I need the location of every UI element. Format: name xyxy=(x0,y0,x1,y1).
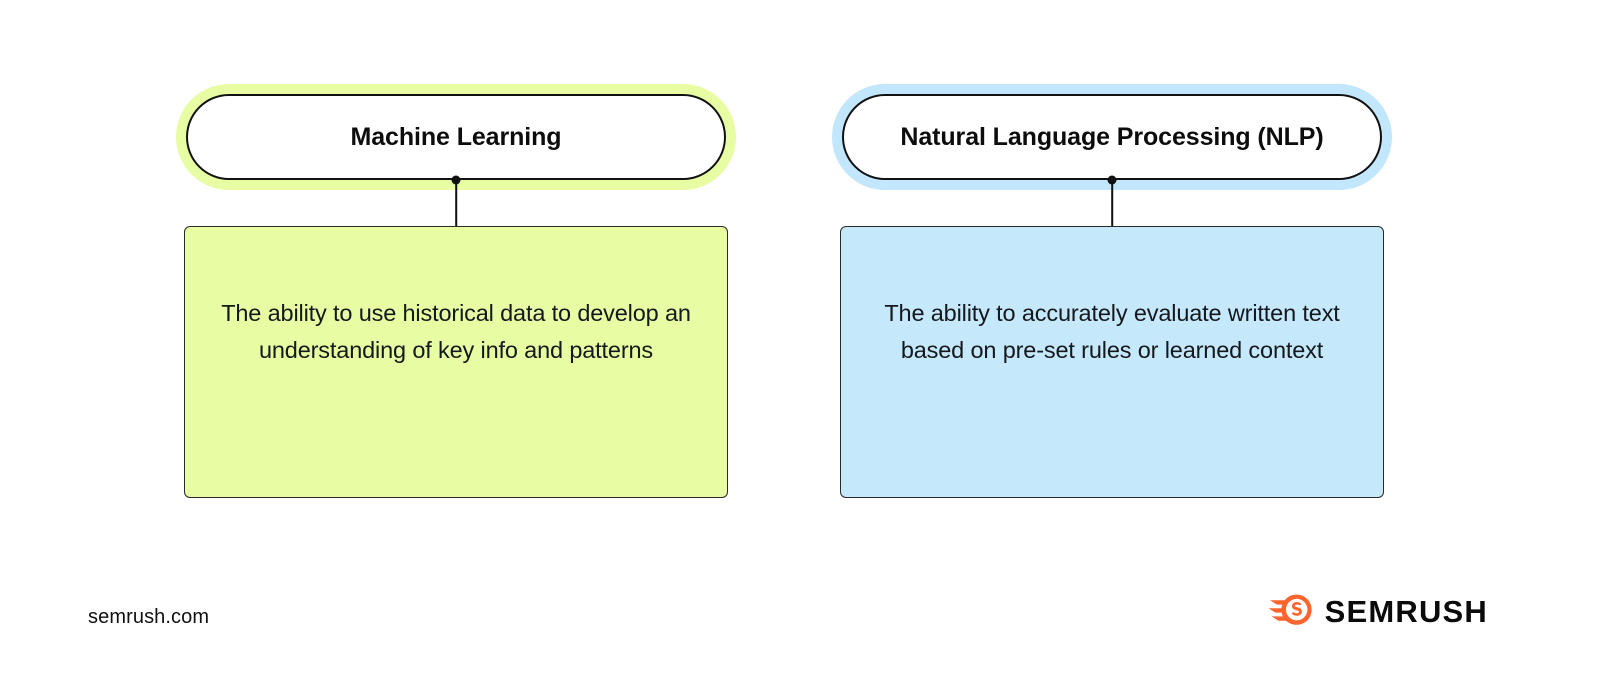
diagram-column-machine-learning: Machine Learning The ability to use hist… xyxy=(176,84,736,498)
header-pill-glow-machine-learning: Machine Learning xyxy=(176,84,736,190)
description-text-natural-language-processing: The ability to accurately evaluate writt… xyxy=(884,299,1340,363)
description-text-machine-learning: The ability to use historical data to de… xyxy=(221,299,691,363)
header-pill-machine-learning: Machine Learning xyxy=(186,94,726,180)
description-card-machine-learning: The ability to use historical data to de… xyxy=(184,226,728,498)
header-pill-natural-language-processing: Natural Language Processing (NLP) xyxy=(842,94,1382,180)
semrush-logo: SEMRUSH xyxy=(1268,594,1488,628)
semrush-comet-icon xyxy=(1268,594,1312,625)
header-pill-label-natural-language-processing: Natural Language Processing (NLP) xyxy=(900,122,1324,151)
site-url-label: semrush.com xyxy=(88,606,210,628)
footer: semrush.com SEMRUSH xyxy=(0,570,1600,680)
header-pill-label-machine-learning: Machine Learning xyxy=(350,122,562,151)
diagram-column-natural-language-processing: Natural Language Processing (NLP) The ab… xyxy=(832,84,1392,498)
semrush-wordmark: SEMRUSH xyxy=(1324,593,1488,629)
description-card-natural-language-processing: The ability to accurately evaluate writt… xyxy=(840,226,1384,498)
header-pill-glow-natural-language-processing: Natural Language Processing (NLP) xyxy=(832,84,1392,190)
